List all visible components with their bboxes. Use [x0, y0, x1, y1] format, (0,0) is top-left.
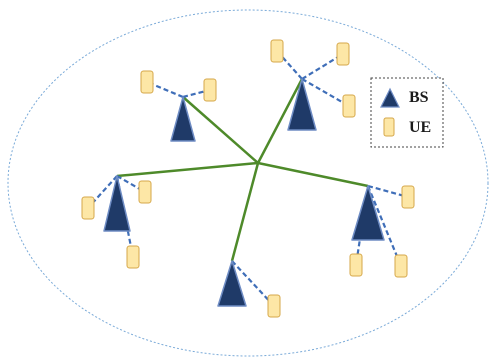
user-equipments — [81, 39, 415, 318]
access-link — [231, 260, 275, 307]
access-link — [366, 185, 403, 267]
user-equipment-icon — [138, 180, 152, 204]
user-equipment-icon — [267, 294, 281, 318]
access-link — [367, 184, 409, 199]
base-stations — [103, 78, 385, 307]
user-equipment-icon — [140, 70, 154, 94]
access-link — [301, 53, 344, 80]
user-equipment-icon — [81, 196, 95, 220]
legend-box — [370, 77, 444, 148]
legend-label-ue: UE — [409, 119, 432, 136]
user-equipment-icon — [394, 254, 408, 278]
base-station-icon — [170, 96, 196, 142]
base-station-icon — [217, 260, 247, 307]
base-station-icon — [287, 78, 317, 131]
coverage-boundary — [7, 9, 489, 357]
access-link — [182, 88, 211, 99]
base-station-icon — [103, 175, 131, 232]
legend — [370, 77, 444, 148]
user-equipment-icon — [349, 253, 363, 277]
backhaul-link — [257, 161, 369, 188]
access-link — [354, 185, 370, 266]
backhaul-link — [230, 162, 260, 262]
access-link — [276, 50, 303, 80]
backhaul-link — [256, 78, 304, 164]
backhaul-link — [116, 161, 259, 178]
user-equipment-icon — [383, 117, 395, 137]
user-equipment-icon — [126, 245, 140, 269]
user-equipment-icon — [401, 185, 415, 209]
backhaul-link — [182, 96, 259, 164]
legend-label-bs: BS — [409, 89, 429, 106]
user-equipment-icon — [342, 94, 356, 118]
user-equipment-icon — [336, 42, 350, 66]
base-station-icon — [351, 185, 385, 241]
access-link — [301, 78, 350, 107]
base-station-icon — [380, 87, 400, 108]
user-equipment-icon — [270, 39, 284, 63]
backhaul-links — [116, 78, 369, 262]
user-equipment-icon — [203, 78, 217, 102]
